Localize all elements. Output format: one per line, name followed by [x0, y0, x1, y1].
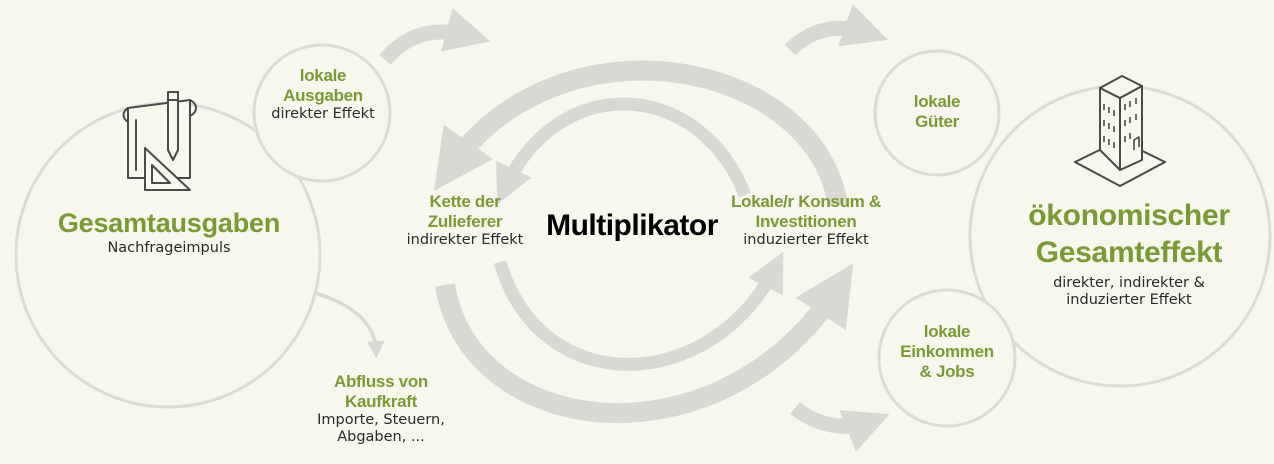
supplier-chain-label: Kette der Zulieferer indirekter Effekt [390, 192, 540, 249]
local-income-title-line2: Einkommen [900, 342, 994, 362]
local-income-title-line3: & Jobs [919, 362, 975, 382]
total-spending-title: Gesamtausgaben [57, 208, 281, 238]
total-spending-subtitle: Nachfrageimpuls [107, 239, 231, 256]
inner-cycle-arrow-top [496, 97, 752, 205]
supplier-chain-title-line1: Kette der [429, 192, 501, 211]
leakage-subtitle-line2: Abgaben, ... [337, 429, 425, 446]
multiplier-title: Multiplikator [546, 209, 718, 242]
total-spending-label: Gesamtausgaben Nachfrageimpuls [30, 208, 308, 257]
total-effect-title-line1: ökonomischer [1028, 199, 1230, 232]
local-spending-subtitle: direkter Effekt [271, 106, 375, 123]
outer-cycle-arrow-top [433, 60, 848, 207]
consumption-subtitle: induzierter Effekt [743, 232, 869, 249]
multiplier-label: Multiplikator [532, 208, 732, 243]
leakage-label: Abfluss von Kaufkraft Importe, Steuern, … [296, 372, 466, 446]
consumption-title-line2: Investitionen [755, 212, 857, 232]
leakage-title-line2: Kaufkraft [345, 392, 417, 412]
local-spending-label: lokale Ausgaben direkter Effekt [262, 66, 384, 123]
supplier-chain-title-line2: Zulieferer [427, 212, 503, 232]
local-goods-title-line1: lokale [913, 92, 961, 111]
local-goods-label: lokale Güter [887, 92, 987, 132]
office-building-icon [1074, 75, 1166, 187]
local-income-title-line1: lokale [923, 322, 971, 341]
arrow-leakage [314, 291, 385, 359]
leakage-title-line1: Abfluss von [334, 372, 428, 391]
inner-cycle-arrow-bottom [493, 251, 784, 371]
consumption-label: Lokale/r Konsum & Investitionen induzier… [706, 192, 906, 249]
local-goods-circle [873, 49, 1001, 177]
local-spending-title-line1: lokale [299, 66, 347, 85]
supplier-chain-subtitle: indirekter Effekt [406, 232, 524, 249]
total-effect-title-line2: Gesamteffekt [1035, 235, 1223, 269]
leakage-subtitle-line1: Importe, Steuern, [317, 412, 445, 429]
local-goods-title-line2: Güter [915, 112, 959, 132]
arrow-local-spending-to-cycle [379, 8, 491, 66]
local-income-label: lokale Einkommen & Jobs [892, 322, 1002, 382]
blueprint-ruler-icon [122, 91, 197, 191]
arrow-cycle-to-local-goods [784, 3, 888, 56]
outer-cycle-arrow-bottom [435, 263, 854, 423]
total-effect-subtitle-line1: direkter, indirekter & [1053, 275, 1205, 292]
consumption-title-line1: Lokale/r Konsum & [731, 192, 881, 211]
local-income-circle [877, 288, 1017, 428]
total-effect-subtitle-line2: induzierter Effekt [1066, 292, 1192, 309]
arrow-cycle-to-local-income [790, 401, 890, 452]
local-spending-circle [252, 43, 392, 183]
total-effect-label: ökonomischer Gesamteffekt direkter, indi… [1010, 198, 1248, 309]
local-spending-title-line2: Ausgaben [283, 86, 363, 106]
